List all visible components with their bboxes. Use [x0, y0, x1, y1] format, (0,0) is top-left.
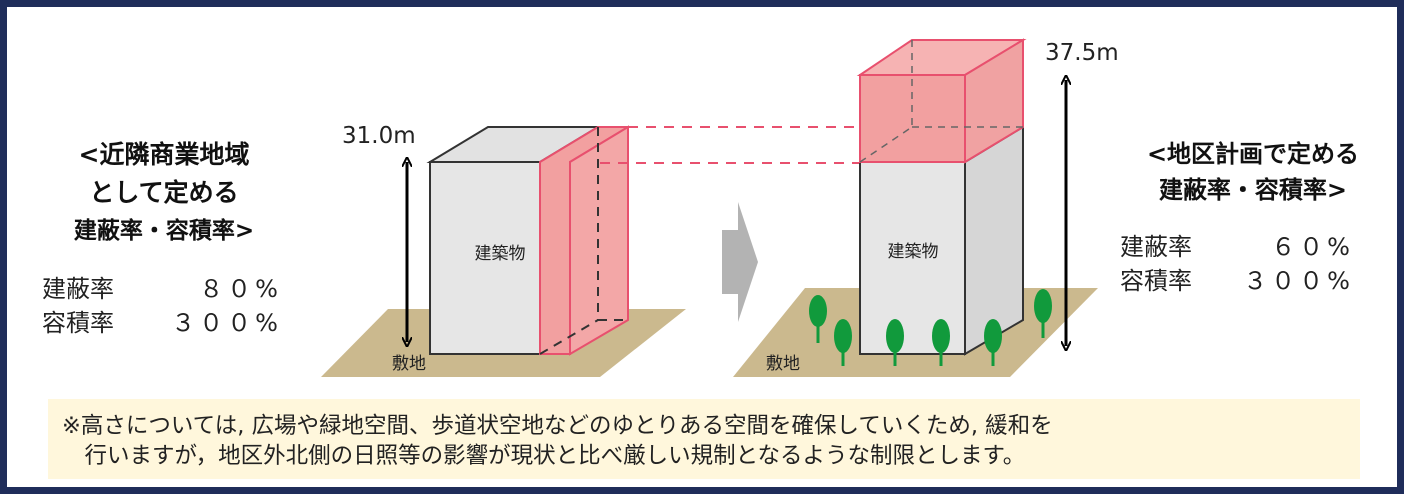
right-rate-row: 建蔽率 ６０%	[1120, 230, 1354, 264]
rate-label: 容積率	[42, 309, 114, 337]
rate-value: ８０%	[199, 275, 282, 303]
left-hidden-edge	[539, 319, 599, 355]
rate-value: ６０%	[1271, 233, 1354, 261]
left-height-label: 31.0m	[342, 123, 416, 149]
right-site-label: 敷地	[766, 354, 800, 374]
left-title-line: として定める	[89, 178, 239, 207]
tree	[886, 319, 904, 366]
left-rate-row: 容積率 ３００%	[42, 306, 282, 340]
right-height-label: 37.5m	[1045, 40, 1119, 66]
tree	[984, 319, 1002, 366]
note-line: 行いますが，地区外北側の日照等の影響が現状と比べ厳しい規制となるような制限としま…	[62, 443, 1026, 469]
note-line: ※高さについては, 広場や緑地空間、歩道状空地などのゆとりある空間を確保していく…	[62, 413, 1053, 439]
left-title-line: <近隣商業地域	[78, 140, 250, 169]
left-rates: 建蔽率 ８０% 容積率 ３００%	[42, 272, 282, 340]
tree	[834, 319, 852, 366]
left-building-label: 建築物	[475, 244, 526, 264]
rate-label: 容積率	[1120, 267, 1192, 295]
right-building-label: 建築物	[888, 242, 939, 262]
rate-value: ３００%	[171, 309, 282, 337]
right-rates: 建蔽率 ６０% 容積率 ３００%	[1120, 230, 1354, 298]
rate-label: 建蔽率	[42, 275, 114, 303]
note-box: ※高さについては, 広場や緑地空間、歩道状空地などのゆとりある空間を確保していく…	[48, 399, 1360, 479]
right-rate-row: 容積率 ３００%	[1120, 264, 1354, 298]
tree	[932, 319, 950, 366]
transition-arrow	[722, 202, 758, 322]
right-title-line: 建蔽率・容積率>	[1158, 176, 1348, 204]
rate-value: ３００%	[1243, 267, 1354, 295]
right-hidden-edge	[859, 126, 913, 163]
tree	[1034, 289, 1052, 338]
rate-label: 建蔽率	[1120, 233, 1192, 261]
tree	[809, 295, 827, 343]
right-title-line: <地区計画で定める	[1146, 140, 1360, 168]
left-site-label: 敷地	[392, 354, 426, 374]
left-title-line: 建蔽率・容積率>	[73, 218, 255, 244]
right-panel-title: <地区計画で定める 建蔽率・容積率>	[1108, 136, 1398, 208]
left-rate-row: 建蔽率 ８０%	[42, 272, 282, 306]
left-panel-title: <近隣商業地域 として定める 建蔽率・容積率>	[30, 136, 298, 250]
